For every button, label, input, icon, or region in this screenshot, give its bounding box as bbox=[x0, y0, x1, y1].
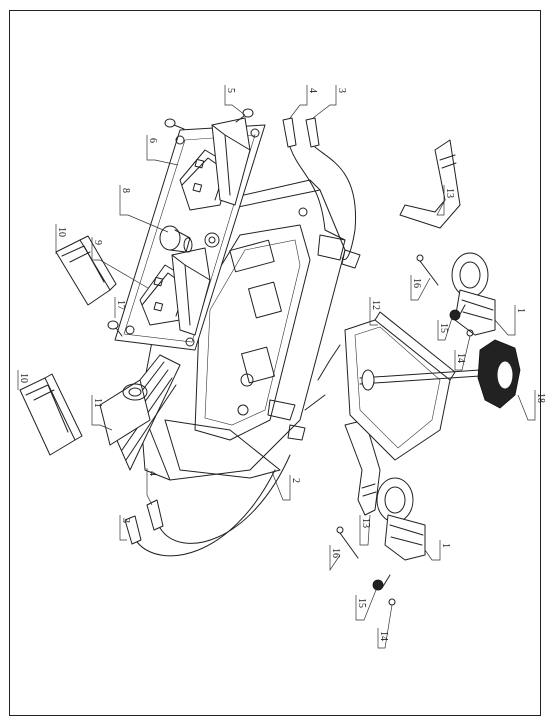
base-plate bbox=[344, 311, 456, 461]
clip-upper bbox=[55, 235, 117, 306]
callout-3-bottom: 3 bbox=[120, 518, 131, 523]
cable-gland-upper bbox=[451, 252, 496, 336]
callout-3-top: 3 bbox=[336, 88, 347, 93]
switch-module-lower bbox=[139, 247, 211, 336]
pin-upper bbox=[416, 254, 439, 286]
callout-16-top: 16 bbox=[411, 278, 422, 288]
spring-upper bbox=[449, 304, 466, 321]
leader-lines bbox=[17, 85, 536, 649]
callout-14-top: 14 bbox=[455, 353, 466, 363]
callout-6: 6 bbox=[147, 138, 158, 143]
washer-lower bbox=[388, 598, 396, 606]
callout-10-top: 10 bbox=[56, 227, 67, 237]
callout-1-top: 1 bbox=[515, 308, 526, 313]
callout-11: 11 bbox=[92, 398, 103, 408]
round-knob bbox=[159, 225, 193, 253]
connector-cable-bottom bbox=[124, 454, 291, 557]
callout-9: 9 bbox=[92, 240, 103, 245]
callout-17: 17 bbox=[115, 300, 126, 310]
callout-16-bottom: 16 bbox=[330, 548, 341, 558]
callout-1-bottom: 1 bbox=[440, 543, 451, 548]
clip-lower bbox=[19, 373, 83, 456]
callout-15-top: 15 bbox=[438, 323, 449, 333]
cable-gland-lower bbox=[376, 477, 426, 561]
callout-2: 2 bbox=[290, 478, 301, 483]
spring-lower bbox=[372, 574, 391, 591]
pin-lower bbox=[336, 526, 359, 559]
star-knob bbox=[359, 339, 521, 409]
screws bbox=[107, 108, 254, 337]
callout-5: 5 bbox=[225, 88, 236, 93]
switch-module-upper bbox=[179, 117, 251, 211]
callout-8: 8 bbox=[120, 188, 131, 193]
callout-labels: 5 6 8 9 3 4 13 10 17 10 11 16 1 12 15 14… bbox=[18, 88, 546, 641]
callout-14-bottom: 14 bbox=[378, 631, 389, 641]
drawing-frame bbox=[9, 10, 541, 716]
spring-clip-upper bbox=[399, 139, 461, 229]
callout-10-bottom: 10 bbox=[18, 373, 29, 383]
callout-4-bottom: 4 bbox=[147, 471, 158, 476]
callout-13-bottom: 13 bbox=[360, 518, 371, 528]
callout-18: 18 bbox=[535, 393, 546, 403]
callout-4-top: 4 bbox=[307, 88, 318, 93]
callout-13-top: 13 bbox=[444, 188, 455, 198]
callout-15-bottom: 15 bbox=[356, 598, 367, 608]
connector-cable-top bbox=[282, 117, 357, 261]
side-bracket bbox=[99, 379, 151, 446]
callout-12: 12 bbox=[370, 300, 381, 310]
